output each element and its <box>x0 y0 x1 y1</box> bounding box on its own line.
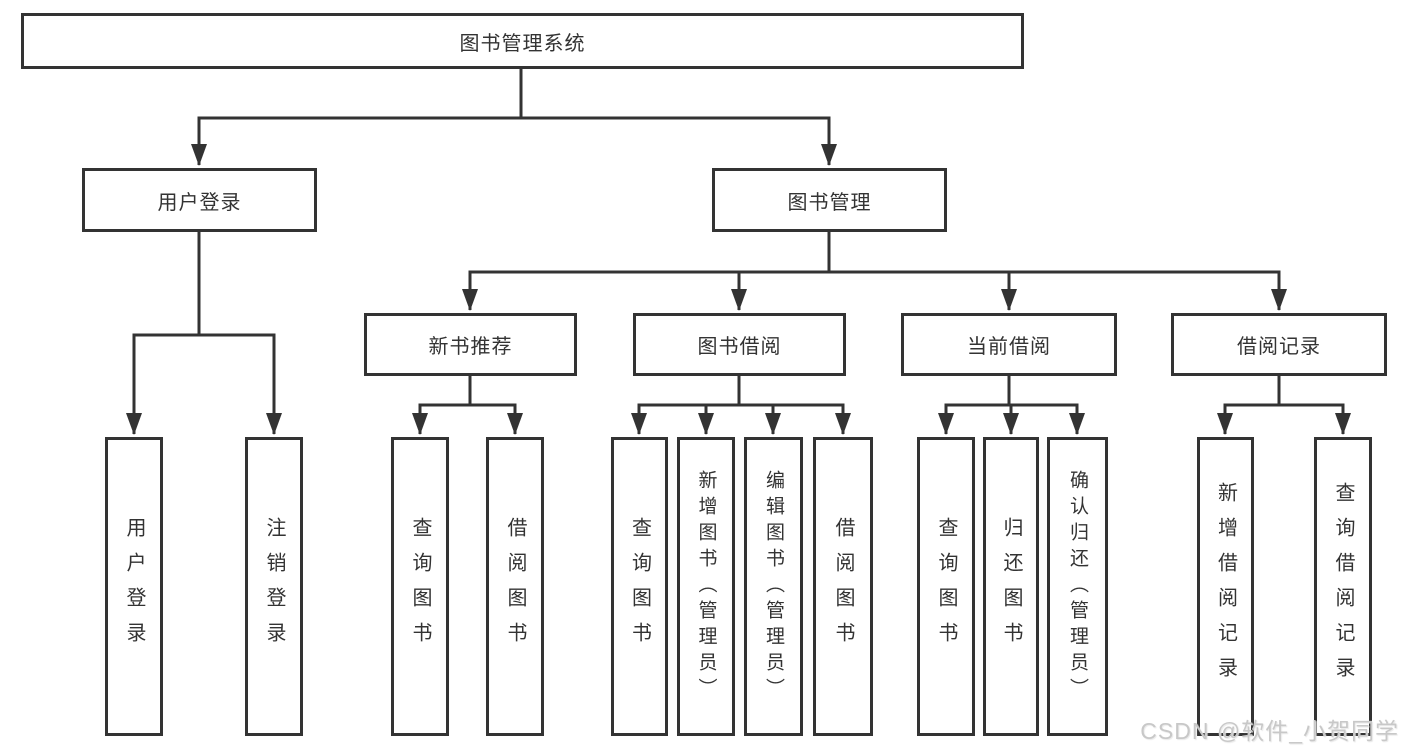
leaf-borrow-books-recommend-label: 借阅图书 <box>504 516 526 657</box>
leaf-edit-book-admin-label: 编辑图书（管理员） <box>763 469 784 704</box>
node-current-borrow: 当前借阅 <box>901 313 1117 376</box>
leaf-return-book: 归还图书 <box>983 437 1039 736</box>
leaf-logout: 注销登录 <box>245 437 303 736</box>
leaf-user-login: 用户登录 <box>105 437 163 736</box>
node-new-book-recommend: 新书推荐 <box>364 313 577 376</box>
leaf-query-books-borrow: 查询图书 <box>611 437 668 736</box>
leaf-user-login-label: 用户登录 <box>123 516 145 657</box>
leaf-logout-label: 注销登录 <box>263 516 285 657</box>
watermark-text: CSDN @软件_小贺同学 <box>1140 718 1399 744</box>
elbow-segments <box>132 67 1345 407</box>
leaf-borrow-books-borrow-label: 借阅图书 <box>832 516 854 657</box>
leaf-borrow-books-borrow: 借阅图书 <box>813 437 873 736</box>
leaf-edit-book-admin: 编辑图书（管理员） <box>744 437 803 736</box>
leaf-query-books-borrow-label: 查询图书 <box>628 516 651 657</box>
leaf-add-borrow-record-label: 新增借阅记录 <box>1214 481 1237 692</box>
node-book-management: 图书管理 <box>712 168 947 232</box>
leaf-query-books-current-label: 查询图书 <box>935 516 957 657</box>
node-borrow-records: 借阅记录 <box>1171 313 1387 376</box>
leaf-add-book-admin-label: 新增图书（管理员） <box>695 469 717 704</box>
node-user-login: 用户登录 <box>82 168 317 232</box>
leaf-confirm-return-admin: 确认归还（管理员） <box>1047 437 1108 736</box>
leaf-return-book-label: 归还图书 <box>1000 516 1022 657</box>
leaf-query-books-recommend: 查询图书 <box>391 437 449 736</box>
leaf-query-books-recommend-label: 查询图书 <box>409 516 431 657</box>
leaf-query-borrow-record-label: 查询借阅记录 <box>1332 481 1354 692</box>
leaf-add-borrow-record: 新增借阅记录 <box>1197 437 1254 736</box>
node-root: 图书管理系统 <box>21 13 1024 69</box>
leaf-confirm-return-admin-label: 确认归还（管理员） <box>1067 469 1088 704</box>
node-book-borrow: 图书借阅 <box>633 313 846 376</box>
leaf-query-books-current: 查询图书 <box>917 437 975 736</box>
arrow-segments <box>126 118 1351 435</box>
leaf-add-book-admin: 新增图书（管理员） <box>677 437 735 736</box>
leaf-query-borrow-record: 查询借阅记录 <box>1314 437 1372 736</box>
leaf-borrow-books-recommend: 借阅图书 <box>486 437 544 736</box>
